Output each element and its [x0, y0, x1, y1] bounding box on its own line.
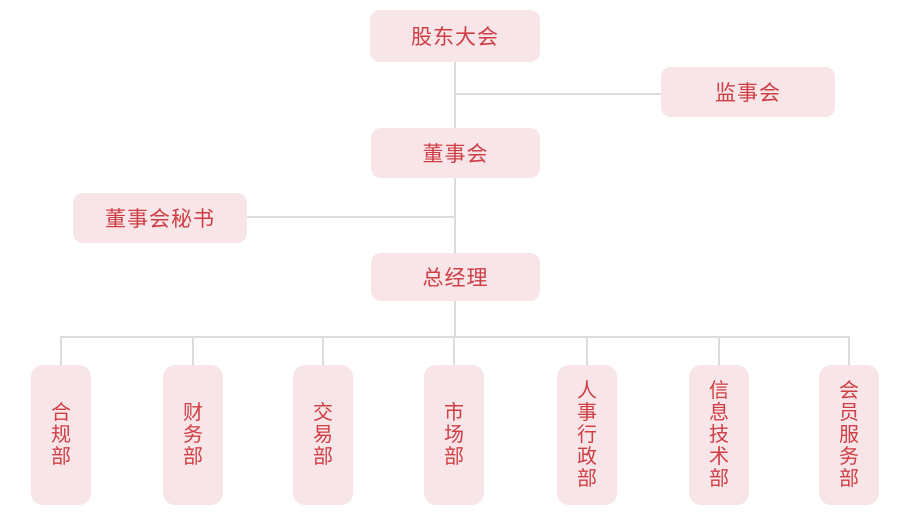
node-dept-marketing: 市场部 [424, 365, 484, 505]
connector-drop-dept-4 [453, 336, 455, 365]
node-dept-it: 信息技术部 [689, 365, 749, 505]
node-dept-hr-admin: 人事行政部 [557, 365, 617, 505]
node-label: 财务部 [183, 402, 203, 468]
node-label: 会员服务部 [839, 380, 859, 490]
connector-gm-to-bus [454, 301, 456, 337]
node-label: 监事会 [715, 82, 781, 105]
connector-drop-dept-6 [718, 336, 720, 365]
connector-drop-dept-2 [192, 336, 194, 365]
node-dept-member-services: 会员服务部 [819, 365, 879, 505]
connector-shareholders-to-board [454, 62, 456, 128]
node-dept-trading: 交易部 [293, 365, 353, 505]
node-board-secretary: 董事会秘书 [73, 193, 247, 243]
node-label: 人事行政部 [577, 380, 597, 490]
node-label: 董事会秘书 [105, 208, 215, 231]
connector-drop-dept-1 [60, 336, 62, 365]
node-dept-finance: 财务部 [163, 365, 223, 505]
node-label: 交易部 [313, 402, 333, 468]
node-dept-compliance: 合规部 [31, 365, 91, 505]
node-label: 合规部 [51, 402, 71, 468]
node-board-of-directors: 董事会 [371, 128, 540, 178]
connector-drop-dept-7 [848, 336, 850, 365]
node-label: 股东大会 [411, 26, 499, 49]
node-shareholders-meeting: 股东大会 [370, 10, 540, 62]
node-label: 信息技术部 [709, 380, 729, 490]
connector-drop-dept-5 [586, 336, 588, 365]
node-label: 总经理 [422, 267, 489, 290]
node-label: 董事会 [422, 143, 489, 166]
connector-drop-dept-3 [322, 336, 324, 365]
connector-to-supervisory-board [454, 93, 661, 95]
connector-board-to-gm [454, 178, 456, 253]
connector-to-board-secretary [247, 216, 456, 218]
node-general-manager: 总经理 [371, 253, 540, 301]
connector-department-bus [60, 336, 850, 338]
node-supervisory-board: 监事会 [661, 67, 835, 117]
node-label: 市场部 [444, 402, 464, 468]
